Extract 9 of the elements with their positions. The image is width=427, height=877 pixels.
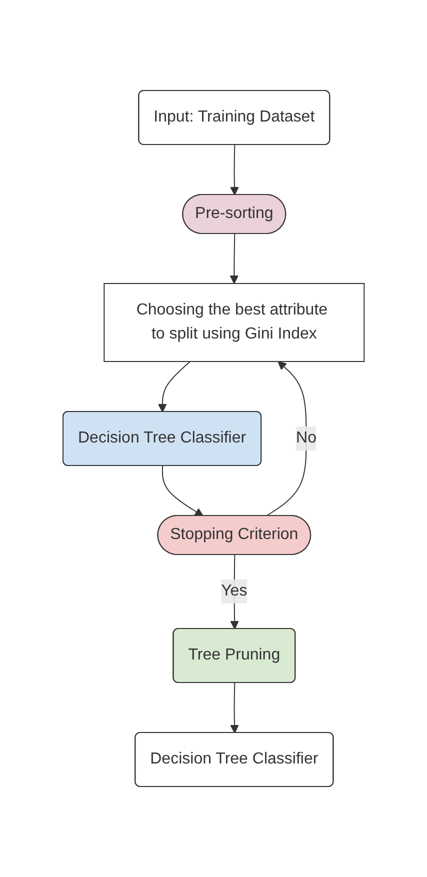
arrow (230, 234, 238, 284)
node-box: Choosing the best attribute to split using Gini Index (104, 283, 365, 362)
arrow (158, 361, 191, 412)
arrow (266, 361, 307, 516)
arrow (230, 144, 239, 196)
arrow (162, 466, 204, 516)
edge-label: No (296, 430, 316, 446)
edge-label: Yes (221, 582, 248, 600)
arrow (230, 682, 239, 734)
